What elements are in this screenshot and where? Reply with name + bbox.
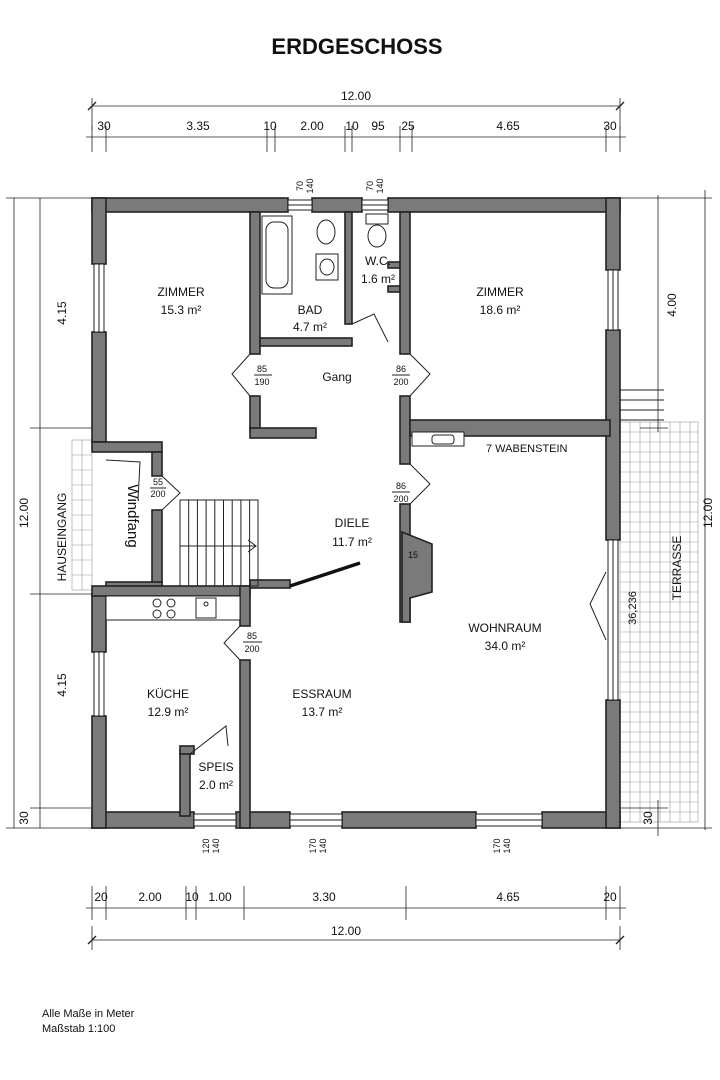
windows xyxy=(93,199,619,827)
top-dim-seg-8: 4.65 xyxy=(496,119,520,133)
left-dimension-chain: 12.00 4.15 4.15 30 HAUSEINGANG xyxy=(6,197,92,829)
door-swings xyxy=(105,313,607,755)
door-1-bot: 190 xyxy=(254,377,269,387)
terrace: TERRASSE xyxy=(619,389,699,823)
top-dimension-chain: 12.00 30 3.35 10 2.00 10 95 25 4.65 30 xyxy=(86,89,626,152)
bottom-dim-seg-5: 3.30 xyxy=(312,890,336,904)
room-zimmer-1-name: ZIMMER xyxy=(157,285,205,299)
bottom-dim-seg-2: 2.00 xyxy=(138,890,162,904)
stove-mark: 15 xyxy=(408,550,418,560)
room-essraum-area: 13.7 m² xyxy=(302,705,343,719)
top-dim-seg-9: 30 xyxy=(603,119,617,133)
room-zimmer-2-name: ZIMMER xyxy=(476,285,524,299)
stair-angle-label: 36,236 xyxy=(627,591,639,625)
terrasse-label: TERRASSE xyxy=(670,536,684,601)
room-wc-name: W.C. xyxy=(365,254,391,268)
door-3-top: 86 xyxy=(396,481,406,491)
room-gang-name: Gang xyxy=(322,370,351,384)
wabenstein-label: 7 WABENSTEIN xyxy=(486,443,568,455)
bottom-dimension-chain: 20 2.00 10 1.00 3.30 4.65 20 12.00 xyxy=(86,886,626,950)
door-4-bot: 200 xyxy=(150,489,165,499)
bottom-dim-seg-7: 20 xyxy=(603,890,617,904)
right-dim-bottom: 30 xyxy=(641,811,655,825)
room-diele-area: 11.7 m² xyxy=(332,535,372,549)
room-kueche-area: 12.9 m² xyxy=(148,705,189,719)
win-top1-a: 70 xyxy=(295,181,305,191)
room-wohnraum-area: 34.0 m² xyxy=(485,639,526,653)
win-bot1-b: 140 xyxy=(211,838,221,853)
right-dimension-chain: 12.00 4.00 30 xyxy=(620,190,715,836)
door-1-top: 85 xyxy=(257,364,267,374)
bottom-dim-seg-3: 10 xyxy=(185,890,199,904)
door-2-bot: 200 xyxy=(393,377,408,387)
top-dim-seg-6: 95 xyxy=(371,119,385,133)
room-labels: ZIMMER 15.3 m² BAD 4.7 m² W.C. 1.6 m² ZI… xyxy=(124,254,639,792)
window-labels: 70 140 70 140 120 140 170 140 170 140 xyxy=(201,178,512,853)
win-bot1-a: 120 xyxy=(201,838,211,853)
door-5-bot: 200 xyxy=(244,644,259,654)
door-labels: 85 190 86 200 86 200 55 200 85 200 xyxy=(150,364,410,654)
top-total-dimension: 12.00 xyxy=(341,89,371,103)
win-bot2-b: 140 xyxy=(318,838,328,853)
top-dim-seg-2: 3.35 xyxy=(186,119,210,133)
room-bad-name: BAD xyxy=(298,303,323,317)
bottom-dim-seg-6: 4.65 xyxy=(496,890,520,904)
top-dim-seg-7: 25 xyxy=(401,119,415,133)
win-bot2-a: 170 xyxy=(308,838,318,853)
footnote-scale: Maßstab 1:100 xyxy=(42,1023,115,1035)
top-dim-seg-5: 10 xyxy=(345,119,359,133)
left-dim-upper: 4.15 xyxy=(55,301,69,325)
door-4-top: 55 xyxy=(153,477,163,487)
room-speis-area: 2.0 m² xyxy=(199,778,233,792)
bottom-dim-seg-4: 1.00 xyxy=(208,890,232,904)
right-dim-upper: 4.00 xyxy=(665,293,679,317)
room-kueche-name: KÜCHE xyxy=(147,687,189,701)
win-top1-b: 140 xyxy=(305,178,315,193)
bottom-total-dimension: 12.00 xyxy=(331,924,361,938)
left-dim-bottom: 30 xyxy=(17,811,31,825)
footnote-units: Alle Maße in Meter xyxy=(42,1008,135,1020)
top-dim-seg-1: 30 xyxy=(97,119,111,133)
bottom-dim-seg-1: 20 xyxy=(94,890,108,904)
staircase xyxy=(179,499,361,588)
left-total-dimension: 12.00 xyxy=(17,498,31,528)
plan-title: ERDGESCHOSS xyxy=(271,34,442,59)
fixtures: 15 xyxy=(105,213,465,621)
win-bot3-b: 140 xyxy=(502,838,512,853)
door-2-top: 86 xyxy=(396,364,406,374)
room-zimmer-1-area: 15.3 m² xyxy=(161,303,202,317)
room-wc-area: 1.6 m² xyxy=(361,272,395,286)
room-diele-name: DIELE xyxy=(335,516,370,530)
win-top2-a: 70 xyxy=(365,181,375,191)
room-bad-area: 4.7 m² xyxy=(293,320,327,334)
room-speis-name: SPEIS xyxy=(198,760,233,774)
win-bot3-a: 170 xyxy=(492,838,502,853)
door-3-bot: 200 xyxy=(393,494,408,504)
top-dim-seg-4: 2.00 xyxy=(300,119,324,133)
door-5-top: 85 xyxy=(247,631,257,641)
win-top2-b: 140 xyxy=(375,178,385,193)
entrance-steps xyxy=(71,439,93,591)
room-wohnraum-name: WOHNRAUM xyxy=(468,621,541,635)
room-windfang-name: Windfang xyxy=(124,484,141,547)
left-dim-lower: 4.15 xyxy=(55,673,69,697)
hauseingang-label: HAUSEINGANG xyxy=(55,493,69,582)
room-essraum-name: ESSRAUM xyxy=(292,687,351,701)
right-total-dimension: 12.00 xyxy=(701,498,715,528)
room-zimmer-2-area: 18.6 m² xyxy=(480,303,521,317)
top-dim-seg-3: 10 xyxy=(263,119,277,133)
